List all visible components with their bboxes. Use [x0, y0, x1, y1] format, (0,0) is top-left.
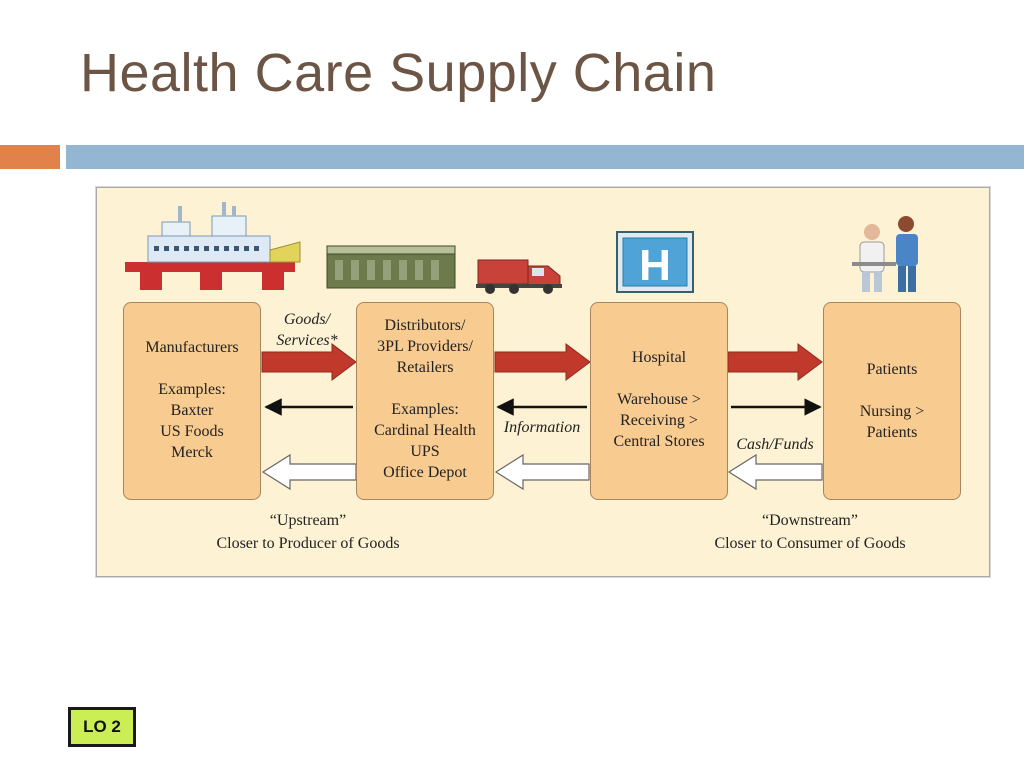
- cash-arrow-2: [494, 453, 590, 491]
- goods-arrow-3: [727, 343, 823, 381]
- goods-arrow-1: [261, 343, 357, 381]
- goods-arrow-2: [494, 343, 591, 381]
- accent-bar-blue: [66, 145, 1024, 169]
- truck-icon: [476, 259, 562, 294]
- distributors-label: Distributors/: [384, 317, 466, 334]
- goods-services-label: Goods/ Services*: [276, 311, 338, 349]
- cash-arrow-1: [261, 453, 357, 491]
- patients-node: Patients Nursing > Patients: [823, 302, 961, 500]
- patients-label: Patients: [866, 361, 918, 378]
- goods-flow-arrows: [261, 343, 823, 381]
- downstream-caption: “Downstream” Closer to Consumer of Goods: [714, 512, 906, 552]
- upstream-caption: “Upstream” Closer to Producer of Goods: [216, 512, 400, 552]
- nurse-patient-icon: [852, 216, 918, 292]
- svg-text:H: H: [639, 241, 671, 290]
- slide-title: Health Care Supply Chain: [80, 43, 717, 103]
- hospital-sign-icon: H: [616, 231, 694, 293]
- information-label: Information: [503, 419, 581, 436]
- hospital-node: Hospital Warehouse > Receiving > Central…: [590, 302, 728, 500]
- factory-icon: [125, 202, 301, 290]
- cash-funds-label: Cash/Funds: [736, 436, 814, 453]
- accent-bar-orange: [0, 145, 60, 169]
- cash-arrow-3: [727, 453, 823, 491]
- cash-flow-arrows: [261, 453, 823, 491]
- warehouse-icon: [326, 245, 456, 289]
- learning-objective-badge: LO 2: [68, 707, 136, 747]
- manufacturers-label: Manufacturers: [145, 339, 239, 356]
- manufacturers-node: Manufacturers Examples: Baxter US Foods …: [123, 302, 261, 500]
- distributors-node: Distributors/ 3PL Providers/ Retailers E…: [356, 302, 494, 500]
- hospital-label: Hospital: [631, 349, 687, 366]
